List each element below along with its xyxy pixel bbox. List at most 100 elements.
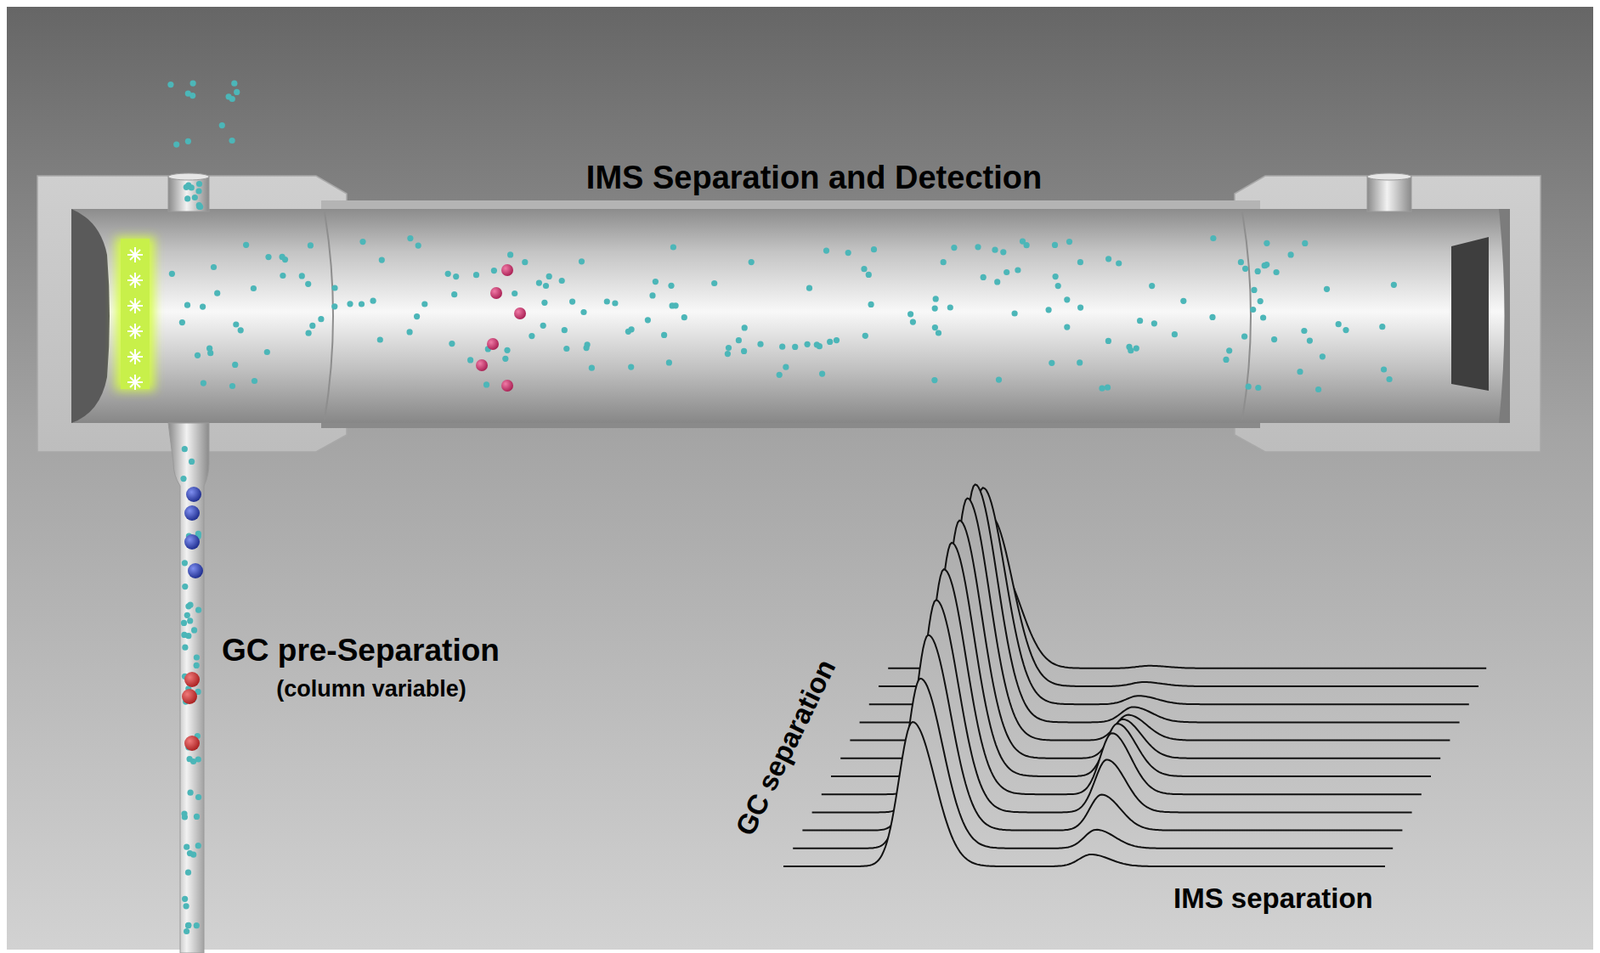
gas-molecule — [541, 299, 548, 306]
gas-molecule — [991, 247, 998, 254]
gas-molecule — [305, 330, 312, 337]
gas-molecule — [833, 337, 840, 344]
gas-molecule — [181, 559, 188, 566]
gas-molecule — [183, 903, 190, 910]
gas-molecule — [184, 612, 191, 619]
gas-molecule — [1260, 314, 1267, 321]
gas-molecule — [779, 344, 786, 351]
source-spark — [127, 272, 143, 289]
gas-molecule — [735, 337, 742, 344]
source-spark — [127, 349, 143, 365]
gas-molecule — [1226, 347, 1233, 354]
gas-molecule — [611, 299, 618, 306]
gas-molecule — [569, 299, 576, 306]
gas-molecule — [580, 309, 587, 316]
gas-molecule — [910, 319, 916, 326]
gas-molecule — [1063, 324, 1070, 331]
gas-molecule — [194, 352, 201, 359]
gas-molecule — [1273, 269, 1280, 276]
gas-molecule — [1077, 305, 1084, 311]
gas-molecule — [528, 333, 535, 340]
gas-molecule — [187, 790, 194, 797]
gas-molecule — [191, 627, 198, 634]
gas-molecule — [219, 122, 226, 129]
gas-molecule — [1249, 306, 1256, 313]
gas-molecule — [186, 602, 193, 609]
gas-molecule — [193, 662, 200, 669]
gas-molecule — [193, 922, 200, 929]
gas-molecule — [180, 620, 187, 627]
gas-molecule — [210, 264, 217, 271]
gas-molecule — [180, 632, 187, 639]
gas-molecule — [200, 380, 207, 387]
gas-molecule — [358, 300, 365, 307]
gas-molecule — [604, 298, 611, 305]
gas-molecule — [583, 344, 590, 351]
gas-molecule — [1315, 386, 1322, 393]
gas-molecule — [507, 251, 514, 258]
gas-molecule — [421, 300, 428, 307]
gas-molecule — [667, 282, 674, 289]
gas-molecule — [184, 302, 191, 309]
gas-molecule — [741, 324, 748, 331]
gas-molecule — [995, 377, 1002, 384]
gas-molecule — [359, 238, 366, 245]
gas-molecule — [491, 267, 498, 274]
gas-molecule — [1323, 286, 1330, 293]
gas-molecule — [1133, 345, 1140, 352]
gas-molecule — [661, 332, 668, 339]
gas-molecule — [243, 242, 249, 249]
gas-molecule — [561, 327, 568, 334]
gas-molecule — [196, 180, 203, 187]
gas-molecule — [1014, 266, 1021, 273]
gas-molecule — [1390, 282, 1397, 289]
spectrum-trace — [783, 722, 1386, 867]
gas-molecule — [207, 350, 214, 357]
gas-molecule — [804, 341, 811, 348]
gas-molecule — [179, 319, 186, 326]
gas-molecule — [907, 310, 914, 317]
gas-molecule — [666, 359, 673, 366]
gas-molecule — [229, 96, 236, 102]
gas-molecule — [279, 272, 286, 279]
gas-molecule — [860, 265, 867, 272]
gas-molecule — [931, 377, 938, 384]
gas-molecule — [932, 324, 939, 331]
source-spark — [127, 374, 143, 391]
gas-molecule — [757, 341, 764, 348]
gas-molecule — [1379, 323, 1386, 330]
gas-molecule — [231, 361, 238, 368]
gas-molecule — [819, 371, 826, 378]
spectrum-trace — [802, 635, 1403, 832]
gas-molecule — [649, 292, 656, 299]
gas-molecule — [1209, 235, 1216, 242]
gas-molecule — [473, 271, 480, 278]
gas-molecule — [1098, 385, 1105, 392]
gas-molecule — [452, 273, 459, 280]
gas-molecule — [483, 381, 490, 388]
gas-molecule — [1125, 344, 1132, 351]
gas-molecule — [748, 259, 755, 266]
gas-molecule — [173, 141, 180, 148]
gas-molecule — [791, 344, 798, 351]
gas-molecule — [542, 282, 549, 289]
gas-molecule — [994, 278, 1001, 285]
gas-molecule — [563, 345, 570, 352]
gas-molecule — [377, 336, 384, 343]
gas-molecule — [711, 280, 718, 287]
gas-molecule — [181, 896, 188, 903]
gas-molecule — [1386, 376, 1393, 383]
gas-molecule — [183, 844, 190, 851]
gas-molecule — [370, 298, 377, 305]
gas-molecule — [1105, 255, 1112, 262]
gas-molecule — [1019, 238, 1026, 245]
source-spark — [127, 323, 143, 340]
gas-molecule — [237, 327, 244, 334]
gas-molecule — [307, 242, 314, 249]
gas-molecule — [1238, 259, 1244, 266]
gas-molecule — [233, 89, 240, 96]
gas-molecule — [1066, 238, 1073, 245]
gas-molecule — [1171, 331, 1178, 338]
gas-molecule — [1180, 298, 1187, 305]
